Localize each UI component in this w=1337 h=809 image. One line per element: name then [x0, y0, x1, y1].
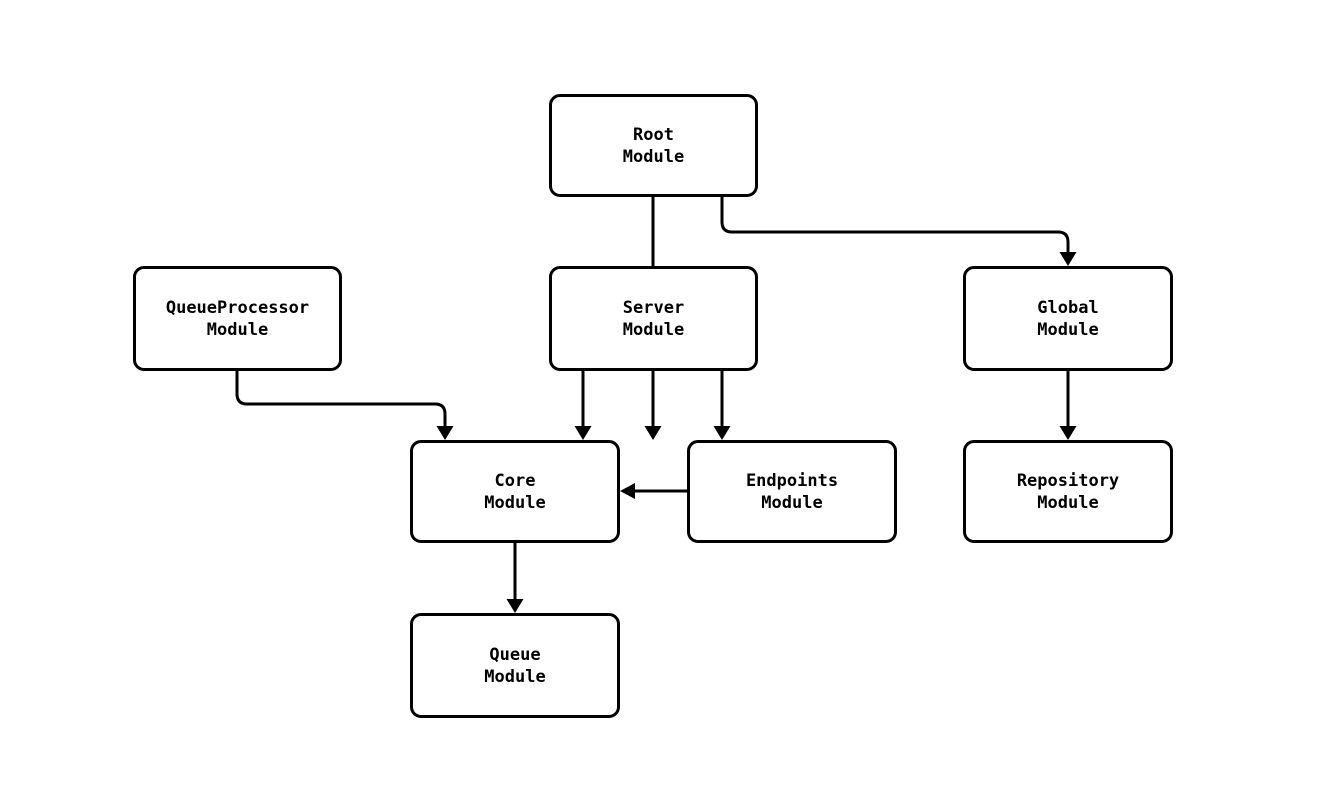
node-repository[interactable]: Repository Module — [963, 440, 1173, 543]
node-root-line1: Root — [633, 124, 674, 145]
node-core-line2: Module — [484, 492, 546, 513]
node-server-line2: Module — [622, 319, 685, 340]
node-queueprocessor-line1: QueueProcessor — [165, 297, 310, 318]
node-queue-line1: Queue — [489, 644, 541, 665]
node-core-line1: Core — [494, 470, 536, 491]
node-core[interactable]: Core Module — [410, 440, 620, 543]
edge-queueprocessor-to-core — [235, 371, 454, 440]
node-root[interactable]: Root Module — [549, 94, 758, 197]
arrowhead — [620, 483, 635, 499]
node-root-line2: Module — [622, 146, 685, 167]
node-queue-line2: Module — [484, 666, 546, 687]
node-server[interactable]: Server Module — [549, 266, 758, 371]
node-queueprocessor[interactable]: QueueProcessor Module — [133, 266, 342, 371]
node-server-line1: Server — [622, 297, 685, 318]
node-repository-line1: Repository — [1016, 470, 1120, 491]
node-global-line1: Global — [1037, 297, 1099, 318]
arrowhead — [506, 599, 524, 613]
arrowhead — [644, 426, 662, 440]
arrowhead — [713, 426, 731, 440]
edge-root-to-global — [720, 197, 1077, 266]
node-endpoints[interactable]: Endpoints Module — [687, 440, 897, 543]
arrowhead — [1059, 252, 1077, 266]
node-global[interactable]: Global Module — [963, 266, 1173, 371]
node-endpoints-line1: Endpoints — [745, 470, 839, 491]
edge-global-to-repository — [1059, 371, 1077, 440]
edge-server-to-endpoints — [713, 371, 731, 440]
edge-endpoints-to-core — [620, 483, 687, 499]
edge-core-to-queue — [506, 543, 524, 613]
arrowhead — [574, 426, 592, 440]
node-endpoints-line2: Module — [761, 492, 823, 513]
arrowhead — [436, 426, 454, 440]
node-global-line2: Module — [1037, 319, 1099, 340]
node-queue[interactable]: Queue Module — [410, 613, 620, 718]
arrowhead — [1059, 426, 1077, 440]
edge-server-to-core — [574, 371, 592, 440]
node-repository-line2: Module — [1037, 492, 1099, 513]
node-queueprocessor-line2: Module — [206, 319, 269, 340]
